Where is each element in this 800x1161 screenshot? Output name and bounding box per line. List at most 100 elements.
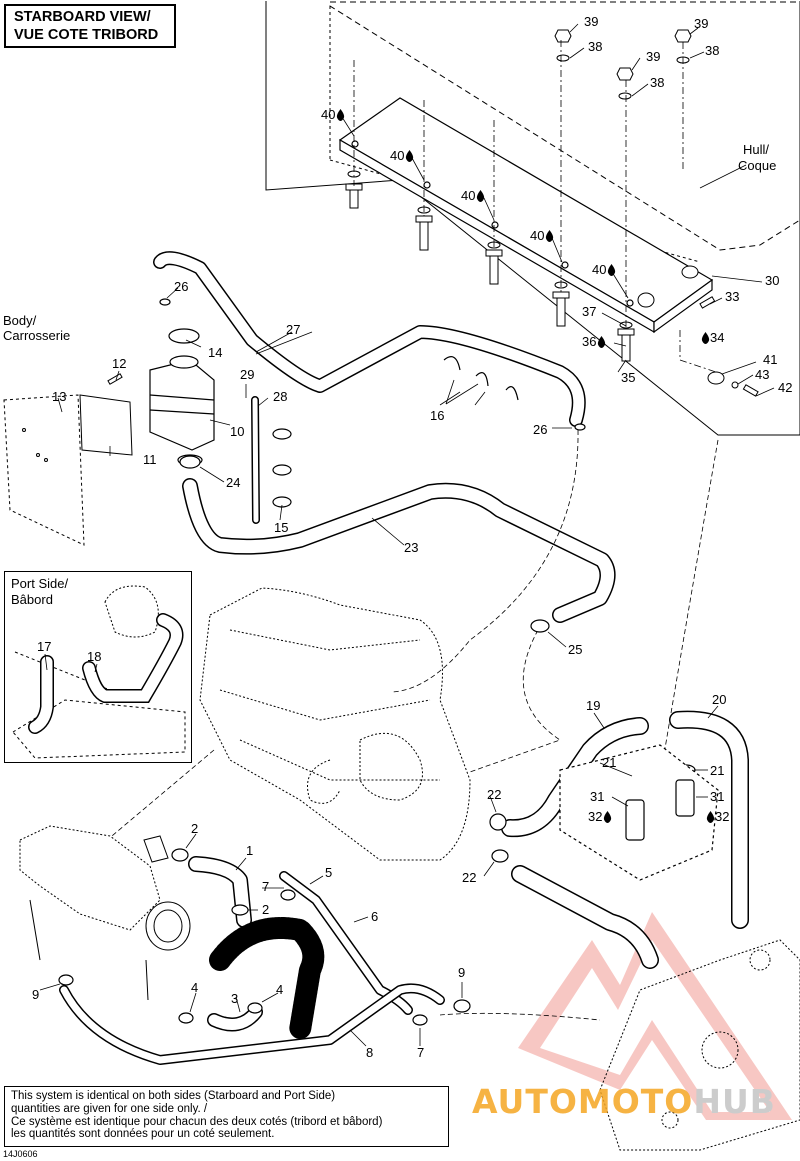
fittings-31 bbox=[559, 744, 719, 881]
callout-39-mid: 39 bbox=[646, 49, 661, 64]
callout-43: 43 bbox=[755, 367, 770, 382]
callout-9-right: 9 bbox=[458, 965, 466, 980]
callout-25: 25 bbox=[568, 642, 583, 657]
callout-35: 35 bbox=[621, 370, 636, 385]
adhesive-drop-icon bbox=[337, 109, 345, 121]
callout-42: 42 bbox=[778, 380, 793, 395]
callout-32-right: 32 bbox=[705, 810, 729, 824]
callout-23: 23 bbox=[404, 540, 419, 555]
inset-callout-18: 18 bbox=[87, 649, 102, 664]
figure-code: 14J0606 bbox=[3, 1149, 38, 1159]
callout-21-right: 21 bbox=[710, 763, 725, 778]
rail-bolts bbox=[55, 29, 759, 421]
adhesive-drop-icon bbox=[608, 264, 616, 276]
callout-38-left: 38 bbox=[588, 39, 603, 54]
callout-22-bottom: 22 bbox=[462, 870, 477, 885]
callout-10: 10 bbox=[230, 424, 245, 439]
watermark-part-2: HUB bbox=[693, 1082, 776, 1121]
hull-label-en: Hull/ bbox=[743, 142, 770, 157]
note-line-1: This system is identical on both sides (… bbox=[11, 1090, 336, 1102]
callout-24: 24 bbox=[226, 475, 241, 490]
callout-26-right: 26 bbox=[533, 422, 548, 437]
callout-8: 8 bbox=[366, 1045, 374, 1060]
callout-11: 11 bbox=[143, 452, 157, 467]
callout-4-right: 4 bbox=[276, 982, 284, 997]
callout-leader-lines bbox=[39, 23, 775, 1047]
note-line-4: les quantités sont données pour un coté … bbox=[11, 1128, 275, 1141]
callout-3: 3 bbox=[231, 991, 239, 1006]
port-side-inset: Port Side/ Bâbord 17 18 bbox=[4, 571, 192, 763]
callout-41: 41 bbox=[763, 352, 778, 367]
adhesive-drop-icon bbox=[604, 811, 612, 823]
callout-2-mid: 2 bbox=[262, 902, 270, 917]
callout-40-b: 40 bbox=[390, 149, 414, 163]
adhesive-drop-icon bbox=[406, 150, 414, 162]
callout-39-left: 39 bbox=[584, 14, 599, 29]
callout-38-right: 38 bbox=[705, 43, 720, 58]
callout-26-top: 26 bbox=[174, 279, 189, 294]
callout-13: 13 bbox=[52, 389, 67, 404]
note-line-3: Ce système est identique pour chacun des… bbox=[11, 1115, 383, 1128]
adhesive-drop-icon bbox=[701, 332, 710, 344]
watermark-text: AUTOMOTOHUB bbox=[472, 1082, 776, 1121]
callout-34: 34 bbox=[700, 331, 724, 345]
hull-label-fr: Coque bbox=[738, 158, 777, 173]
callout-40-a: 40 bbox=[321, 108, 345, 122]
callout-4-left: 4 bbox=[191, 980, 199, 995]
callout-37: 37 bbox=[582, 304, 597, 319]
inset-callout-17: 17 bbox=[37, 639, 52, 654]
adhesive-drop-icon bbox=[706, 811, 715, 823]
callout-22-top: 22 bbox=[487, 787, 502, 802]
callout-29: 29 bbox=[240, 367, 255, 382]
callout-39-right: 39 bbox=[694, 16, 709, 31]
callout-40-c: 40 bbox=[461, 189, 485, 203]
view-title-fr: VUE COTE TRIBORD bbox=[14, 27, 159, 43]
callout-36: 36 bbox=[582, 335, 606, 349]
callout-5: 5 bbox=[325, 865, 333, 880]
callout-30: 30 bbox=[765, 273, 780, 288]
note-line-2: quantities are given for one side only. … bbox=[11, 1102, 208, 1115]
callout-2-top: 2 bbox=[191, 821, 199, 836]
callout-15: 15 bbox=[274, 520, 289, 535]
callout-31-right: 31 bbox=[710, 789, 725, 804]
adhesive-drop-icon bbox=[477, 190, 485, 202]
intake-manifold bbox=[19, 825, 191, 1001]
callout-7-top: 7 bbox=[262, 879, 270, 894]
coolant-reservoir bbox=[149, 328, 215, 466]
coolant-hoses bbox=[59, 251, 749, 1065]
callout-16: 16 bbox=[430, 408, 445, 423]
adhesive-drop-icon bbox=[546, 230, 554, 242]
callout-6: 6 bbox=[371, 909, 379, 924]
callout-14: 14 bbox=[208, 345, 223, 360]
routing-dashed-lines bbox=[99, 429, 719, 1021]
callout-27: 27 bbox=[286, 322, 301, 337]
callout-33: 33 bbox=[725, 289, 740, 304]
rail-leader-lines bbox=[353, 40, 717, 373]
callout-12: 12 bbox=[112, 356, 127, 371]
inset-drawing bbox=[12, 585, 186, 759]
callout-40-e: 40 bbox=[592, 263, 616, 277]
engine-block bbox=[199, 587, 471, 861]
callout-20: 20 bbox=[712, 692, 727, 707]
callout-31-left: 31 bbox=[590, 789, 605, 804]
view-title-en: STARBOARD VIEW/ bbox=[14, 9, 151, 25]
callout-7-bottom: 7 bbox=[417, 1045, 425, 1060]
callout-38-mid: 38 bbox=[650, 75, 665, 90]
callout-1: 1 bbox=[246, 843, 254, 858]
body-label-fr: Carrosserie bbox=[3, 328, 71, 343]
port-side-title-fr: Bâbord bbox=[11, 592, 53, 607]
callout-32-left: 32 bbox=[588, 810, 612, 824]
watermark-part-1: AUTOMOTO bbox=[472, 1082, 694, 1121]
callout-40-d: 40 bbox=[530, 229, 554, 243]
callout-9-left: 9 bbox=[32, 987, 40, 1002]
view-title: STARBOARD VIEW/ VUE COTE TRIBORD bbox=[4, 4, 176, 48]
callout-28: 28 bbox=[273, 389, 288, 404]
support-rail bbox=[338, 97, 714, 334]
callout-19: 19 bbox=[586, 698, 601, 713]
jet-pump-housing bbox=[599, 939, 800, 1151]
note-box: This system is identical on both sides (… bbox=[4, 1086, 449, 1147]
adhesive-drop-icon bbox=[598, 336, 606, 348]
body-panel bbox=[3, 394, 133, 546]
callout-21-left: 21 bbox=[602, 755, 617, 770]
